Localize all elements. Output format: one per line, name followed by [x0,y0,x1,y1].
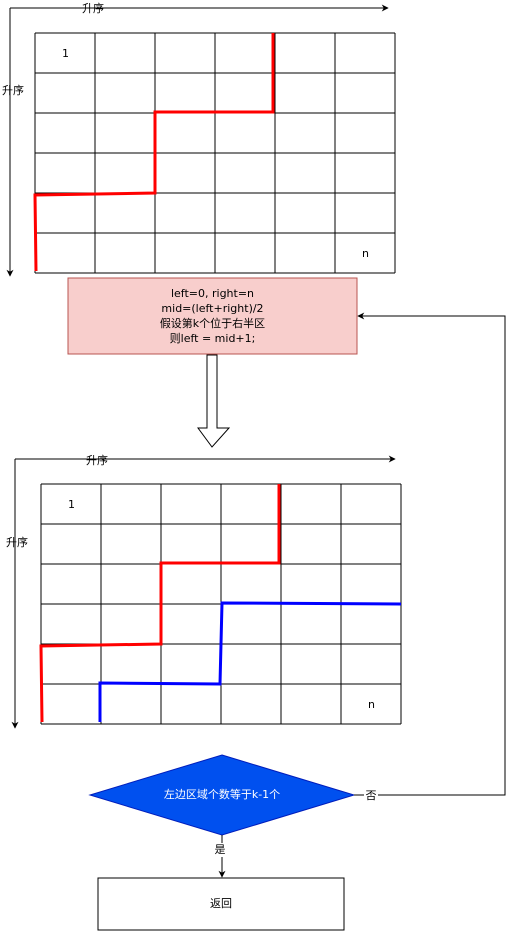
decision-text: 左边区域个数等于k-1个 [164,787,280,801]
process-line-4: 则left = mid+1; [170,332,256,345]
axis-y-label-1: 升序 [2,83,24,97]
matrix-grid-1: 升序 升序 1 n [2,1,396,277]
axis-x-label-2: 升序 [86,453,108,467]
grid-lines-1 [34,32,396,274]
edge-yes-label-bg [213,843,229,857]
edge-no-label: 否 [366,789,377,802]
boundary-path-red [33,33,275,272]
cell-label-n: n [362,247,369,260]
process-line-1: left=0, right=n [171,287,254,300]
process-line-3: 假设第k个位于右半区 [160,316,265,330]
edge-yes-label: 是 [215,843,226,856]
axis-y-label-2: 升序 [6,535,28,549]
end-box: 返回 [97,877,345,931]
decision-node: 左边区域个数等于k-1个 [88,754,356,836]
boundary-path-blue [98,601,402,722]
boundary-path-red [39,484,281,723]
cell-label-n: n [368,698,375,711]
process-box-shape [67,277,358,355]
matrix-grid-2: 升序 升序 1 n [6,453,402,729]
edge-no-label-bg [364,788,378,802]
end-box-text: 返回 [210,897,232,910]
cell-label-1: 1 [68,498,75,511]
transition-arrow [197,354,231,448]
axis-x-label-1: 升序 [82,1,104,15]
process-line-2: mid=(left+right)/2 [161,302,263,315]
process-box: left=0, right=n mid=(left+right)/2 假设第k个… [67,277,358,355]
edge-no [354,312,506,796]
end-box-shape [97,877,345,931]
cell-label-1: 1 [62,47,69,60]
